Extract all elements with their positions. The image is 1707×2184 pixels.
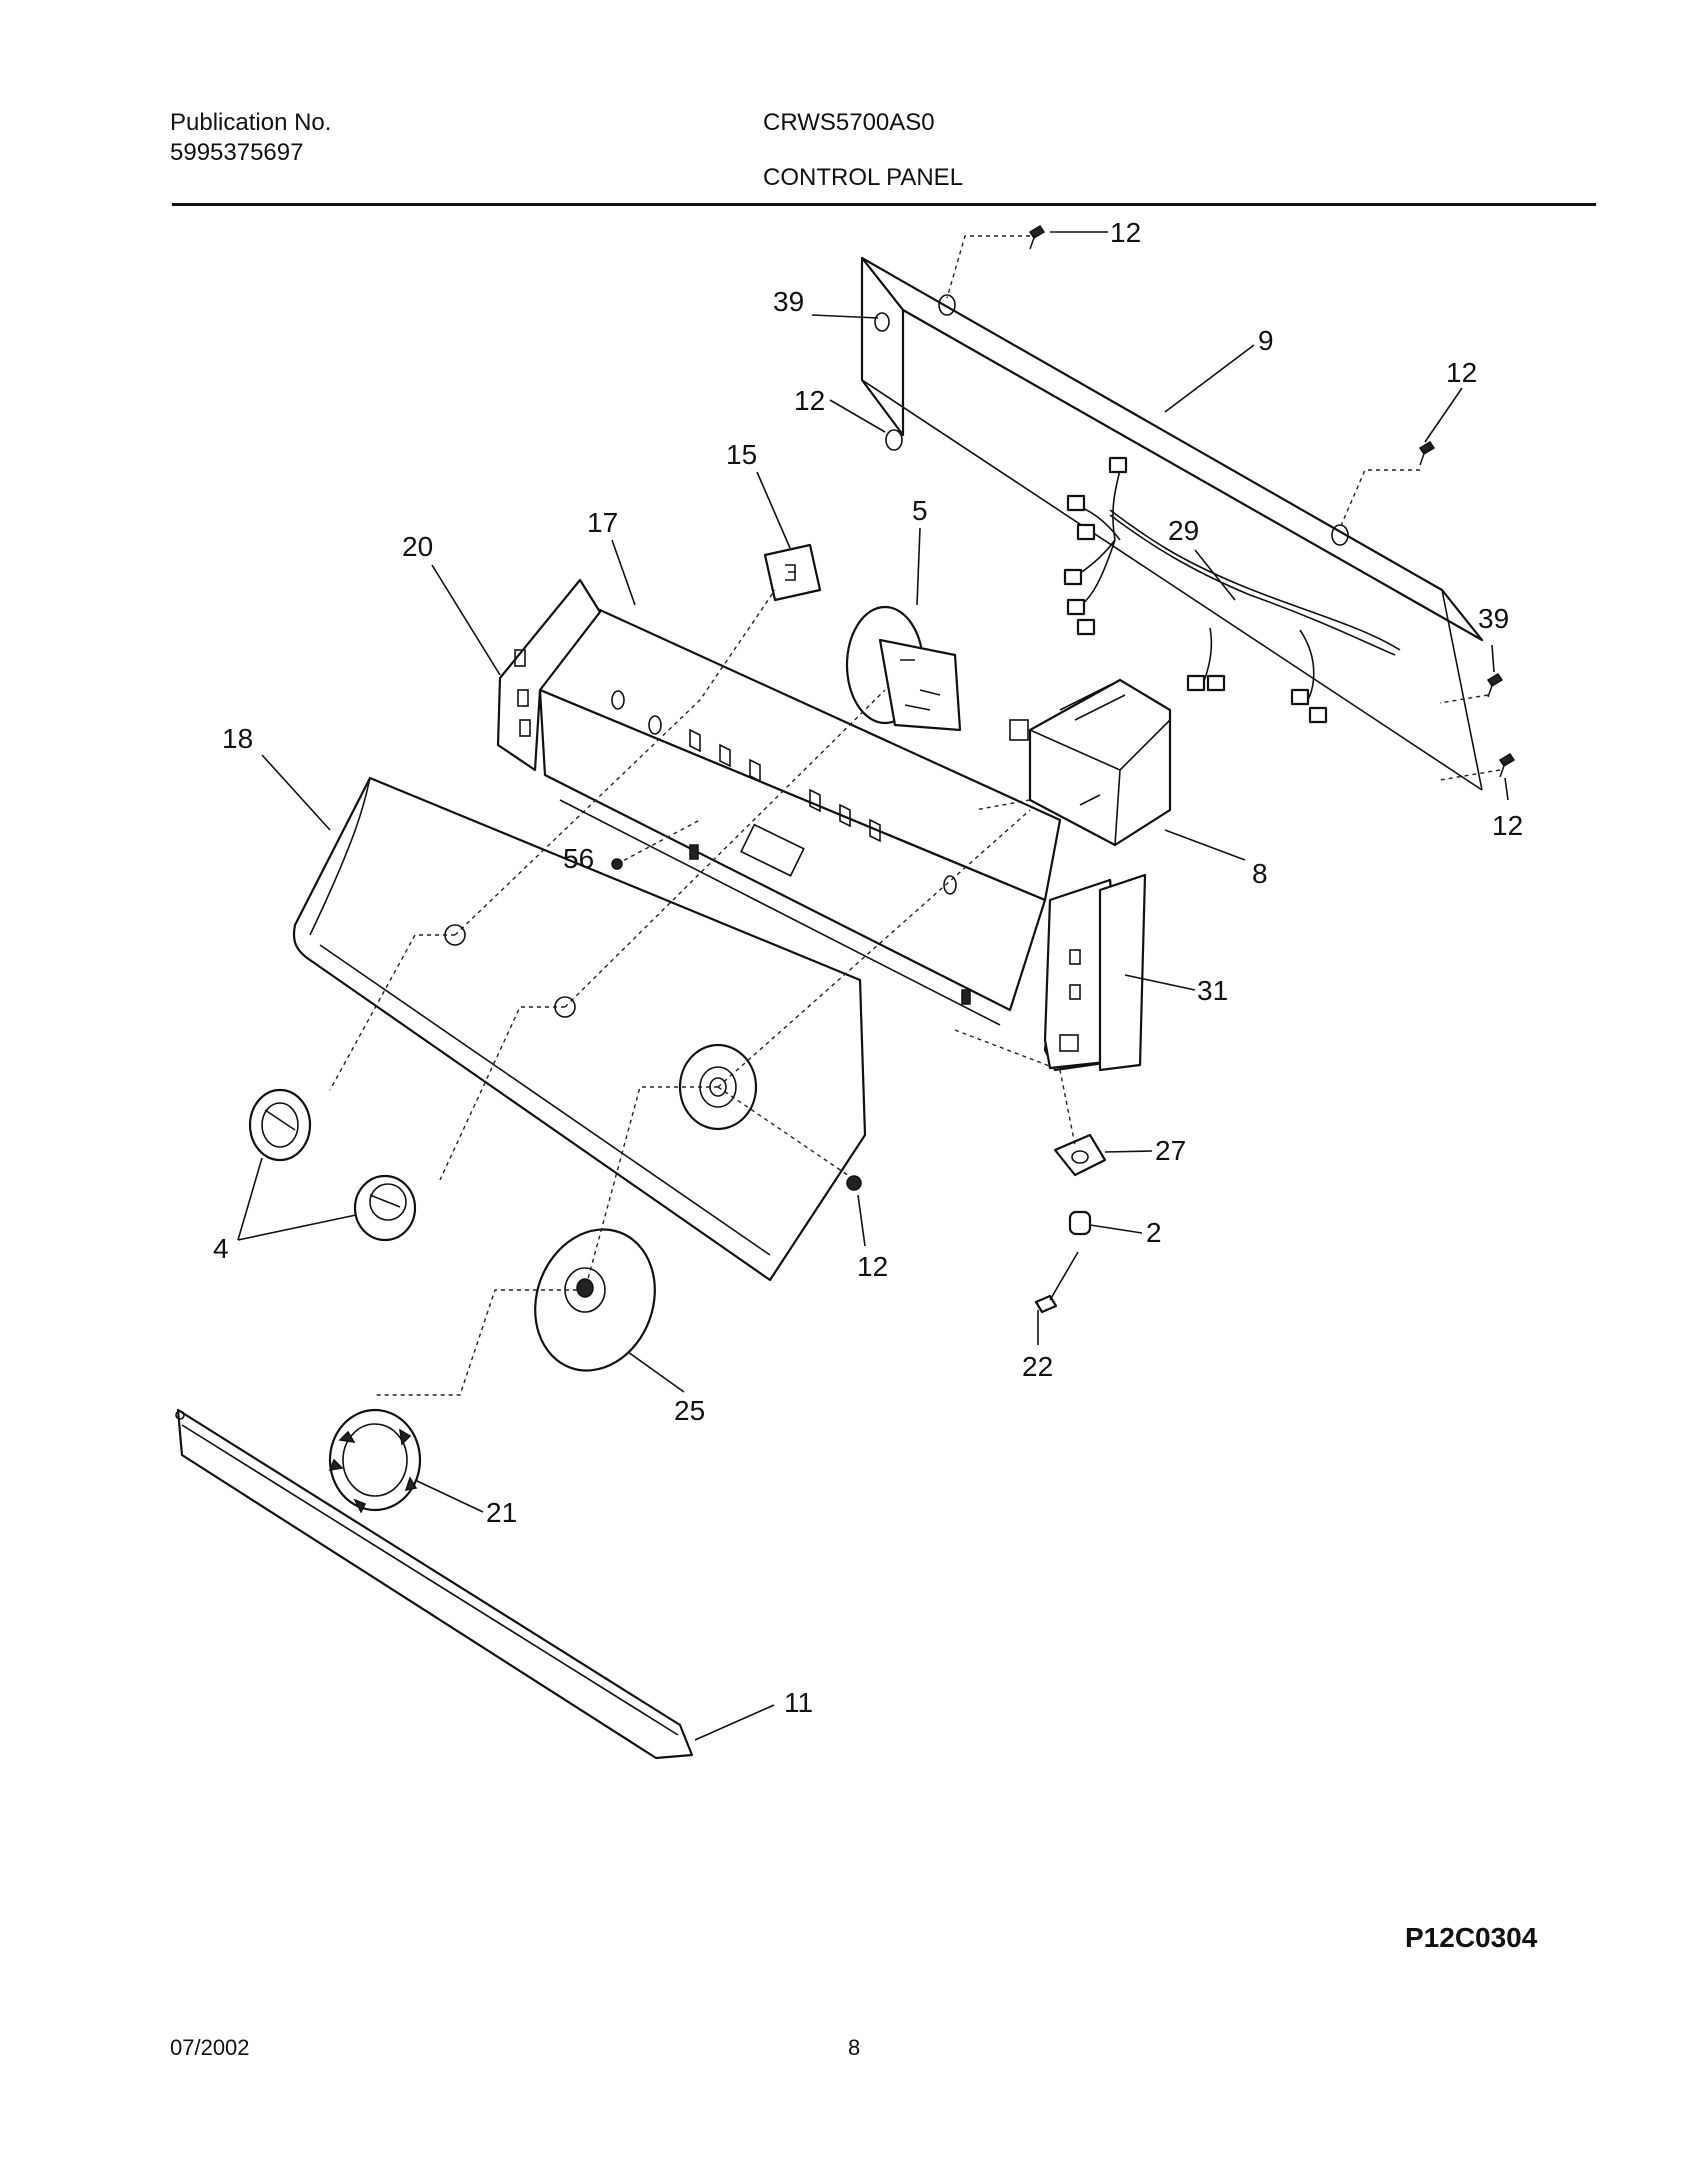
callout-17: 17 — [587, 507, 618, 538]
knob-icon — [353, 1174, 417, 1242]
callout-12: 12 — [794, 385, 825, 416]
section-title: CONTROL PANEL — [763, 164, 964, 191]
callout-5: 5 — [912, 495, 928, 526]
publication-label: Publication No. — [170, 109, 332, 136]
wire-harness-part-29 — [1063, 456, 1401, 724]
screw-icon — [1418, 440, 1436, 466]
callout-12: 12 — [1492, 810, 1523, 841]
bracket-part-27 — [1053, 1133, 1107, 1177]
publication-number: 5995375697 — [170, 139, 304, 166]
callout-15: 15 — [726, 439, 757, 470]
callout-12: 12 — [857, 1251, 888, 1282]
callout-20: 20 — [402, 531, 433, 562]
screw-icon — [1498, 752, 1516, 778]
callout-39: 39 — [773, 286, 804, 317]
callout-39: 39 — [1478, 603, 1509, 634]
callout-27: 27 — [1155, 1135, 1186, 1166]
knob-icon — [248, 1088, 312, 1162]
switch-slot-icon — [689, 728, 881, 843]
footer-date: 07/2002 — [170, 2035, 250, 2060]
leader-lines — [237, 231, 1509, 1741]
callout-22: 22 — [1022, 1351, 1053, 1382]
screw-icon — [1028, 224, 1046, 250]
model-number: CRWS5700AS0 — [763, 109, 935, 136]
callout-12: 12 — [1446, 357, 1477, 388]
callout-12: 12 — [1110, 217, 1141, 248]
dial-skirt-part-25 — [534, 1228, 656, 1372]
callout-25: 25 — [674, 1395, 705, 1426]
callout-31: 31 — [1197, 975, 1228, 1006]
header-rule — [172, 203, 1596, 206]
callout-11: 11 — [784, 1687, 813, 1718]
selector-switch-part-5 — [845, 605, 962, 732]
callout-2: 2 — [1146, 1217, 1162, 1248]
screw-icon-22 — [1034, 1251, 1079, 1314]
callout-29: 29 — [1168, 515, 1199, 546]
callout-4: 4 — [213, 1233, 229, 1264]
screw-icon — [1486, 672, 1504, 698]
page-number: 8 — [848, 2035, 861, 2060]
screw-icon — [846, 1175, 862, 1191]
end-cap-part-31 — [1043, 873, 1147, 1072]
callout-21: 21 — [486, 1497, 517, 1528]
callout-56: 56 — [563, 843, 594, 874]
callout-8: 8 — [1252, 858, 1268, 889]
spacer-part-2 — [1068, 1210, 1092, 1236]
callout-9: 9 — [1258, 325, 1274, 356]
callout-18: 18 — [222, 723, 253, 754]
figure-id: P12C0304 — [1405, 1922, 1538, 1953]
trim-strip-part-11 — [175, 1408, 694, 1760]
rear-panel-part-9 — [860, 256, 1484, 791]
timer-knob-part-21 — [328, 1408, 422, 1514]
side-bracket-part-20 — [496, 578, 602, 772]
bracket-part-15 — [763, 543, 822, 602]
